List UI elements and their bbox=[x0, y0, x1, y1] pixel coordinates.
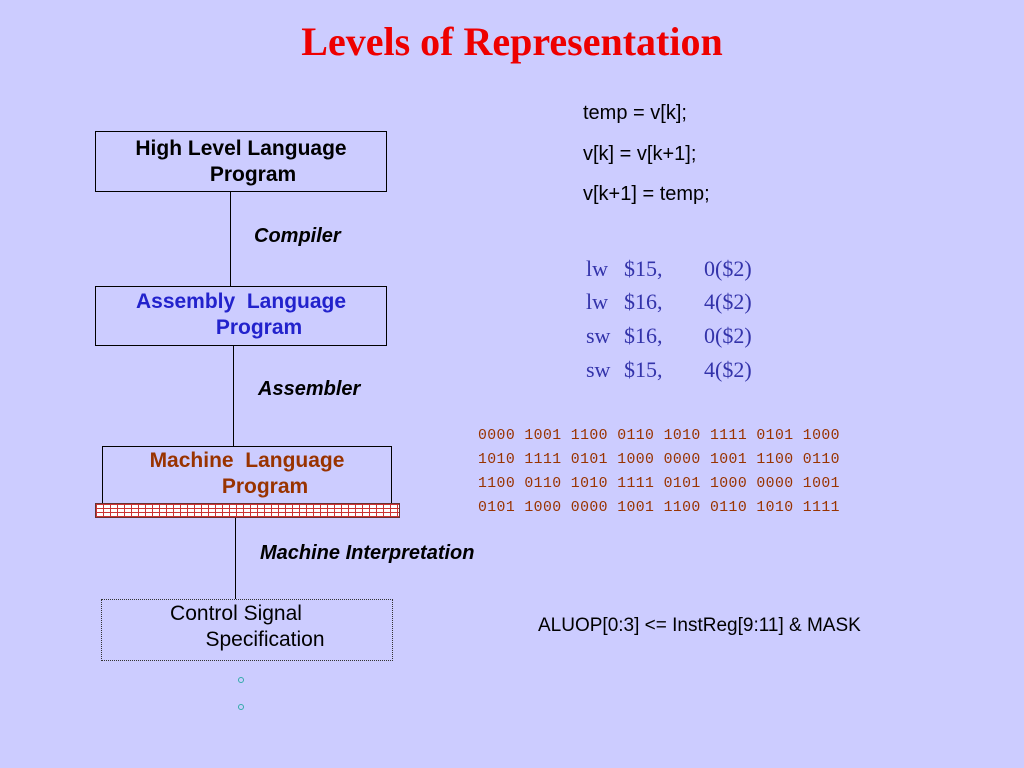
asm-op: lw bbox=[586, 256, 608, 281]
machine-label-line1: Machine Language bbox=[149, 449, 345, 472]
continuation-dot-1 bbox=[238, 677, 244, 683]
asm-reg: $16, bbox=[624, 323, 663, 348]
asm-reg: $16, bbox=[624, 289, 663, 314]
asm-op: lw bbox=[586, 289, 608, 314]
asm-mem: 0($2) bbox=[704, 323, 752, 348]
high-level-label-line2: Program bbox=[209, 163, 297, 186]
hardware-brick-wall bbox=[95, 503, 400, 518]
machine-code-line: 1010 1111 0101 1000 0000 1001 1100 0110 bbox=[478, 452, 840, 468]
asm-op: sw bbox=[586, 323, 611, 348]
machine-label-line2: Program bbox=[221, 475, 309, 498]
compiler-label: Compiler bbox=[254, 225, 341, 247]
control-expression: ALUOP[0:3] <= InstReg[9:11] & MASK bbox=[538, 615, 861, 636]
machine-code-line: 0101 1000 0000 1001 1100 0110 1010 1111 bbox=[478, 500, 840, 516]
assembler-label: Assembler bbox=[258, 378, 361, 400]
assembly-language-box: Assembly Language Program bbox=[95, 286, 387, 346]
continuation-dot-2 bbox=[238, 704, 244, 710]
asm-mem: 0($2) bbox=[704, 256, 752, 281]
hll-code-line: temp = v[k]; bbox=[583, 102, 687, 124]
connector-compiler bbox=[230, 192, 231, 286]
asm-mem: 4($2) bbox=[704, 357, 752, 382]
connector-interpretation bbox=[235, 518, 236, 599]
connector-assembler bbox=[233, 346, 234, 446]
control-label-line1: Control Signal bbox=[170, 602, 302, 625]
machine-code-line: 1100 0110 1010 1111 0101 1000 0000 1001 bbox=[478, 476, 840, 492]
control-signal-box: Control Signal Specification bbox=[101, 599, 393, 661]
hll-code-line: v[k] = v[k+1]; bbox=[583, 143, 697, 165]
machine-interpretation-label: Machine Interpretation bbox=[260, 542, 475, 564]
asm-mem: 4($2) bbox=[704, 289, 752, 314]
asm-op: sw bbox=[586, 357, 611, 382]
machine-language-box: Machine Language Program bbox=[102, 446, 392, 504]
hll-code-line: v[k+1] = temp; bbox=[583, 183, 710, 205]
asm-reg: $15, bbox=[624, 357, 663, 382]
high-level-label-line1: High Level Language bbox=[135, 137, 347, 160]
high-level-language-box: High Level Language Program bbox=[95, 131, 387, 192]
machine-code-line: 0000 1001 1100 0110 1010 1111 0101 1000 bbox=[478, 428, 840, 444]
control-label-line2: Specification bbox=[205, 628, 325, 651]
asm-reg: $15, bbox=[624, 256, 663, 281]
assembly-label-line1: Assembly Language bbox=[135, 290, 347, 313]
assembly-label-line2: Program bbox=[215, 316, 303, 339]
page-title: Levels of Representation bbox=[301, 19, 723, 64]
